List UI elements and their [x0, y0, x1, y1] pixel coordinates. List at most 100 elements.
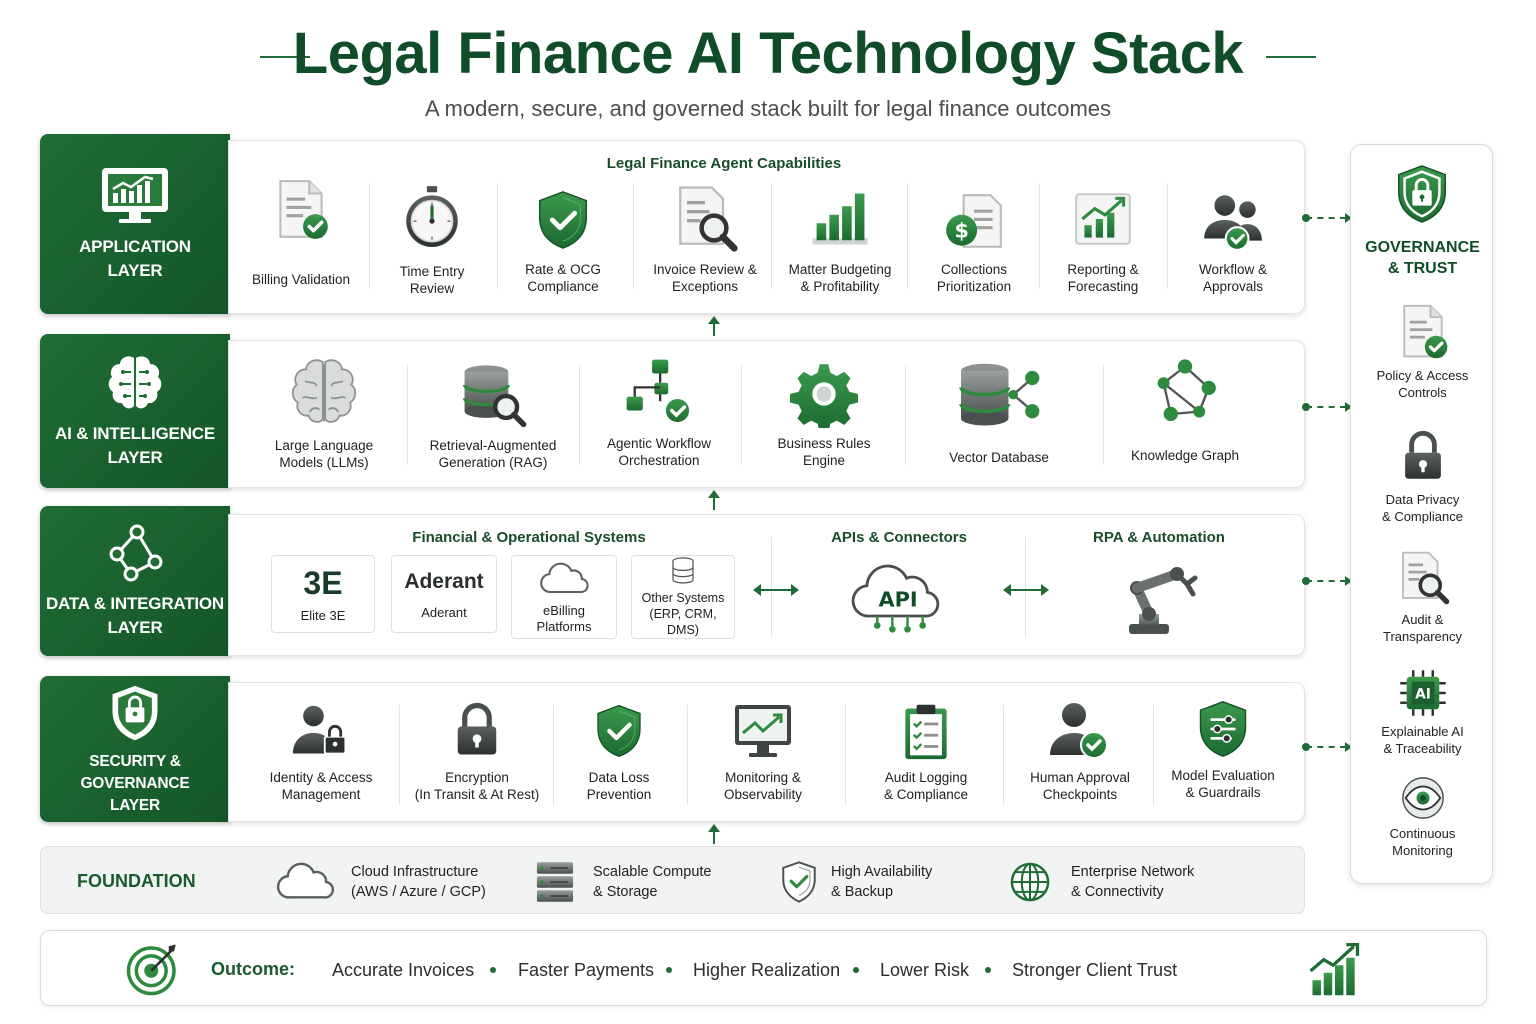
- foundation-label: FOUNDATION: [77, 871, 196, 891]
- application-layer-panel: Legal Finance Agent Capabilities Billing…: [228, 140, 1305, 314]
- graph-icon: [1145, 357, 1225, 433]
- title-decoration-left: [260, 56, 310, 58]
- system-label: Other Systems (ERP, CRM, DMS): [641, 591, 725, 637]
- padlock-icon: [1397, 425, 1449, 487]
- security-label: Audit Logging & Compliance: [883, 770, 969, 802]
- document-check-icon: [1393, 301, 1453, 363]
- bullet: [666, 967, 672, 973]
- bullet: [490, 967, 496, 973]
- page-subtitle: A modern, secure, and governed stack bui…: [424, 96, 1112, 121]
- ai-component-label: Retrieval-Augmented Generation (RAG): [429, 438, 557, 470]
- capability-collections-prioritization: Collections Prioritization: [911, 189, 1037, 295]
- capability-reporting-forecasting: Reporting & Forecasting: [1043, 183, 1163, 295]
- data-layer-label: DATA & INTEGRATION LAYER: [45, 594, 225, 637]
- title-decoration-right: [1266, 56, 1316, 58]
- security-layer-tab: SECURITY & GOVERNANCE LAYER: [40, 676, 230, 822]
- system-ebilling: eBilling Platforms: [511, 555, 617, 639]
- governance-title: GOVERNANCE & TRUST: [1365, 239, 1480, 277]
- shield-check-icon: [777, 859, 821, 905]
- governance-connector: [1302, 402, 1352, 412]
- growth-chart-icon: [1305, 939, 1365, 999]
- ai-component-label: Knowledge Graph: [1130, 448, 1240, 463]
- foundation-cloud-infrastructure: Cloud Infrastructure (AWS / Azure / GCP): [273, 859, 486, 905]
- robot-arm-icon: [1111, 557, 1207, 639]
- ai-layer-panel: Large Language Models (LLMs) Retrieval-A…: [228, 340, 1305, 488]
- security-label: Identity & Access Management: [269, 770, 373, 802]
- separator: [771, 183, 772, 289]
- monitor-chart-icon: [99, 165, 171, 229]
- document-check-icon: [268, 177, 334, 243]
- foundation-item-label: High Availability & Backup: [831, 864, 933, 900]
- ai-layer-label: AI & INTELLIGENCE LAYER: [55, 424, 215, 467]
- ai-component-knowledge-graph: Knowledge Graph: [1109, 357, 1261, 464]
- brain-circuit-icon: [103, 352, 167, 416]
- application-layer-label: APPLICATION LAYER: [79, 237, 191, 280]
- governance-explainable-ai: Explainable AI & Traceability: [1351, 667, 1494, 757]
- foundation-compute-storage: Scalable Compute & Storage: [531, 859, 712, 905]
- separator: [1003, 705, 1004, 805]
- bidirectional-arrow: [1003, 584, 1049, 596]
- ai-component-label: Business Rules Engine: [777, 436, 871, 468]
- capability-matter-budgeting: Matter Budgeting & Profitability: [775, 183, 905, 295]
- aderant-logo: Aderant: [404, 570, 484, 593]
- clipboard-check-icon: [896, 699, 956, 763]
- bullet: [985, 967, 991, 973]
- server-icon: [531, 859, 579, 905]
- database-network-icon: [951, 359, 1047, 435]
- foundation-high-availability: High Availability & Backup: [777, 859, 932, 905]
- security-model-evaluation: Model Evaluation & Guardrails: [1157, 697, 1289, 801]
- user-lock-icon: [291, 699, 351, 763]
- brain-icon: [286, 355, 362, 431]
- bidirectional-arrow: [753, 584, 799, 596]
- bar-chart-icon: [806, 183, 874, 255]
- security-encryption: Encryption (In Transit & At Rest): [405, 697, 549, 803]
- separator: [579, 365, 580, 465]
- separator: [497, 183, 498, 289]
- security-iam: Identity & Access Management: [259, 699, 383, 803]
- capability-time-entry-review: Time Entry Review: [373, 177, 491, 297]
- governance-trust-panel: GOVERNANCE & TRUST Policy & Access Contr…: [1350, 144, 1493, 884]
- capability-label: Reporting & Forecasting: [1067, 262, 1139, 294]
- ai-chip-icon: [1396, 667, 1450, 719]
- system-aderant: Aderant Aderant: [391, 555, 497, 633]
- security-layer-panel: Identity & Access Management Encryption …: [228, 682, 1305, 822]
- capability-label: Billing Validation: [251, 272, 351, 287]
- separator: [687, 705, 688, 805]
- separator: [399, 705, 400, 805]
- governance-data-privacy: Data Privacy & Compliance: [1351, 425, 1494, 525]
- security-label: Encryption (In Transit & At Rest): [414, 770, 540, 802]
- workflow-icon: [619, 355, 699, 429]
- separator: [1025, 537, 1026, 637]
- outcome-item: Accurate Invoices: [332, 960, 475, 980]
- outcome-item: Stronger Client Trust: [1012, 960, 1178, 980]
- outcome-label: Outcome:: [211, 959, 296, 979]
- system-other: Other Systems (ERP, CRM, DMS): [631, 555, 735, 639]
- system-label: eBilling Platforms: [536, 603, 592, 634]
- foundation-item-label: Scalable Compute & Storage: [593, 864, 712, 900]
- page-title: Legal Finance AI Technology Stack: [292, 21, 1244, 86]
- outcome-item: Faster Payments: [518, 960, 655, 980]
- separator: [553, 705, 554, 805]
- capability-label: Collections Prioritization: [936, 262, 1012, 294]
- outcome-item: Lower Risk: [880, 960, 970, 980]
- shield-lock-icon: [1391, 161, 1453, 227]
- separator: [1103, 365, 1104, 465]
- security-monitoring: Monitoring & Observability: [693, 699, 833, 803]
- ai-layer-tab: AI & INTELLIGENCE LAYER: [40, 334, 230, 488]
- separator: [633, 183, 634, 289]
- governance-connector: [1302, 576, 1352, 586]
- separator: [905, 365, 906, 465]
- governance-policy-access: Policy & Access Controls: [1351, 301, 1494, 401]
- agent-capabilities-heading: Legal Finance Agent Capabilities: [606, 155, 842, 172]
- governance-connector: [1302, 742, 1352, 752]
- system-label: Elite 3E: [300, 608, 346, 623]
- security-audit-logging: Audit Logging & Compliance: [851, 699, 1001, 803]
- separator: [1153, 705, 1154, 805]
- financial-systems-heading: Financial & Operational Systems: [412, 529, 646, 546]
- bullet: [853, 967, 859, 973]
- governance-item-label: Policy & Access Controls: [1376, 368, 1469, 400]
- ai-component-llms: Large Language Models (LLMs): [259, 355, 389, 471]
- arrow-up: [708, 316, 720, 336]
- document-search-icon: [669, 183, 741, 255]
- ai-component-business-rules: Business Rules Engine: [749, 359, 899, 469]
